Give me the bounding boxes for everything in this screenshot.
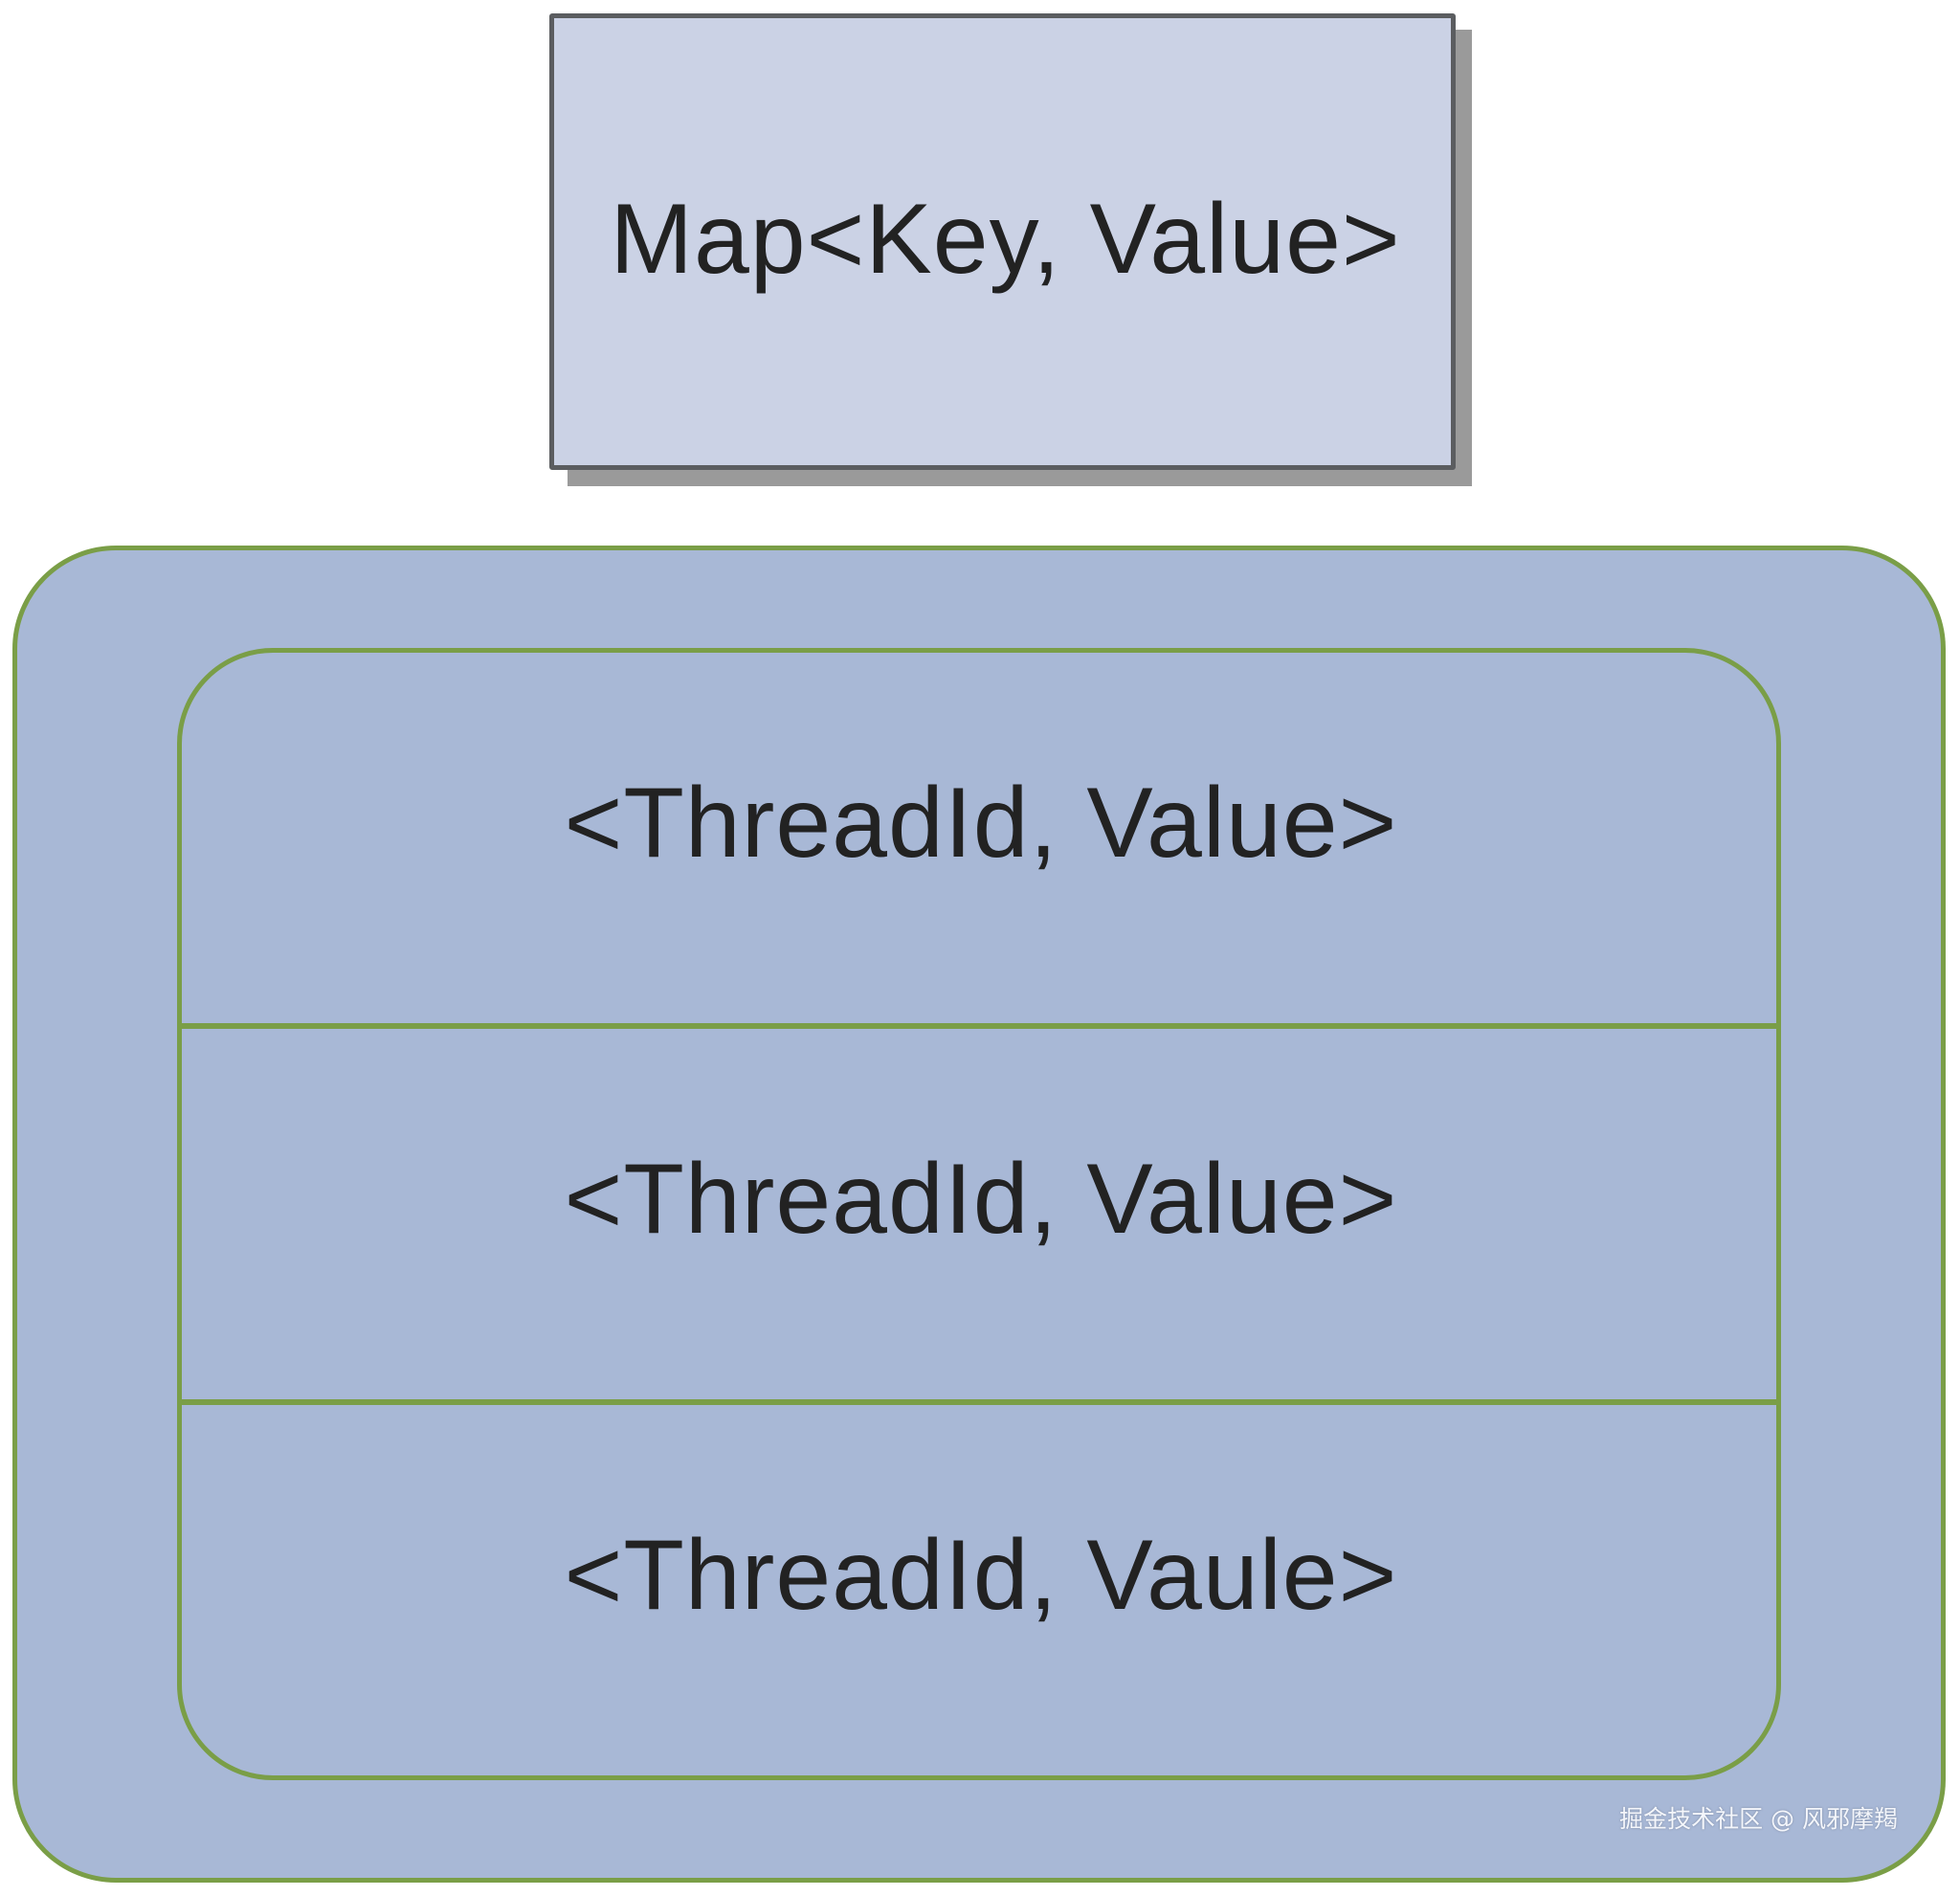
thread-entry-list: <ThreadId, Value> <ThreadId, Value> <Thr… [177,648,1781,1780]
thread-entry-row: <ThreadId, Value> [182,653,1776,1023]
thread-entry-label: <ThreadId, Vaule> [564,1520,1398,1631]
thread-entry-row: <ThreadId, Value> [182,1023,1776,1399]
thread-entry-label: <ThreadId, Value> [564,768,1398,879]
thread-entry-label: <ThreadId, Value> [564,1144,1398,1255]
watermark: 掘金技术社区 @ 风邪摩羯 [1619,1805,1898,1833]
thread-entry-row: <ThreadId, Vaule> [182,1399,1776,1775]
map-label: Map<Key, Value> [610,184,1401,295]
map-box: Map<Key, Value> [549,13,1456,470]
